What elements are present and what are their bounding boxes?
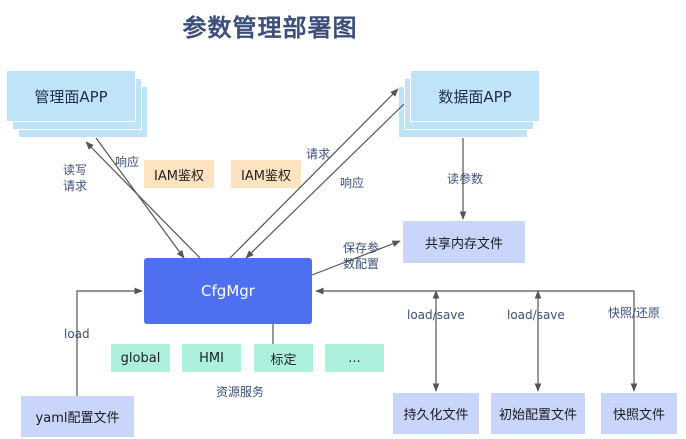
mgmt-response-label: 响应 — [115, 155, 140, 169]
data-request-arrow — [229, 88, 399, 259]
data-app-box: 数据面APP — [410, 70, 540, 122]
yaml-load-label: load — [64, 327, 90, 341]
read-write-label-line2: 请求 — [63, 179, 88, 194]
data-response-arrow — [245, 103, 405, 259]
mgmt-response-arrow — [85, 141, 201, 259]
iam-auth-left: IAM鉴权 — [144, 160, 214, 188]
shared-memory-file-box: 共享内存文件 — [403, 221, 525, 263]
read-params-label: 读参数 — [447, 172, 484, 186]
yaml-load-arrow — [76, 287, 143, 396]
resource-service-label: 资源服务 — [216, 385, 265, 399]
yaml-config-file-box: yaml配置文件 — [21, 396, 134, 437]
diagram-title: 参数管理部署图 — [182, 14, 358, 42]
cfgmgr-box: CfgMgr — [144, 258, 312, 324]
mgmt-request-arrow — [95, 137, 185, 259]
snapshot-restore-label: 快照/还原 — [608, 306, 661, 320]
data-request-label: 请求 — [306, 147, 331, 161]
save-params-label-line1: 保存参 — [343, 241, 380, 255]
data-response-label: 响应 — [340, 176, 365, 190]
save-params-arrow — [311, 240, 401, 276]
resource-global: global — [111, 344, 170, 372]
resource-calibration: 标定 — [254, 344, 313, 372]
mgmt-app-box: 管理面APP — [6, 70, 136, 122]
save-params-label-line2: 数配置 — [343, 257, 380, 272]
read-write-label-line1: 读写 — [63, 163, 88, 177]
init-load-save-label: load/save — [507, 308, 565, 322]
iam-auth-right: IAM鉴权 — [231, 160, 301, 188]
persist-file-box: 持久化文件 — [393, 393, 479, 434]
read-write-request-label: 读写 请求 — [63, 162, 87, 194]
init-config-file-box: 初始配置文件 — [491, 393, 585, 434]
save-params-label: 保存参 数配置 — [343, 240, 379, 272]
persist-load-save-label: load/save — [407, 308, 465, 322]
resource-more: ... — [325, 344, 384, 372]
resource-hmi: HMI — [182, 344, 241, 372]
snapshot-file-box: 快照文件 — [601, 393, 677, 434]
